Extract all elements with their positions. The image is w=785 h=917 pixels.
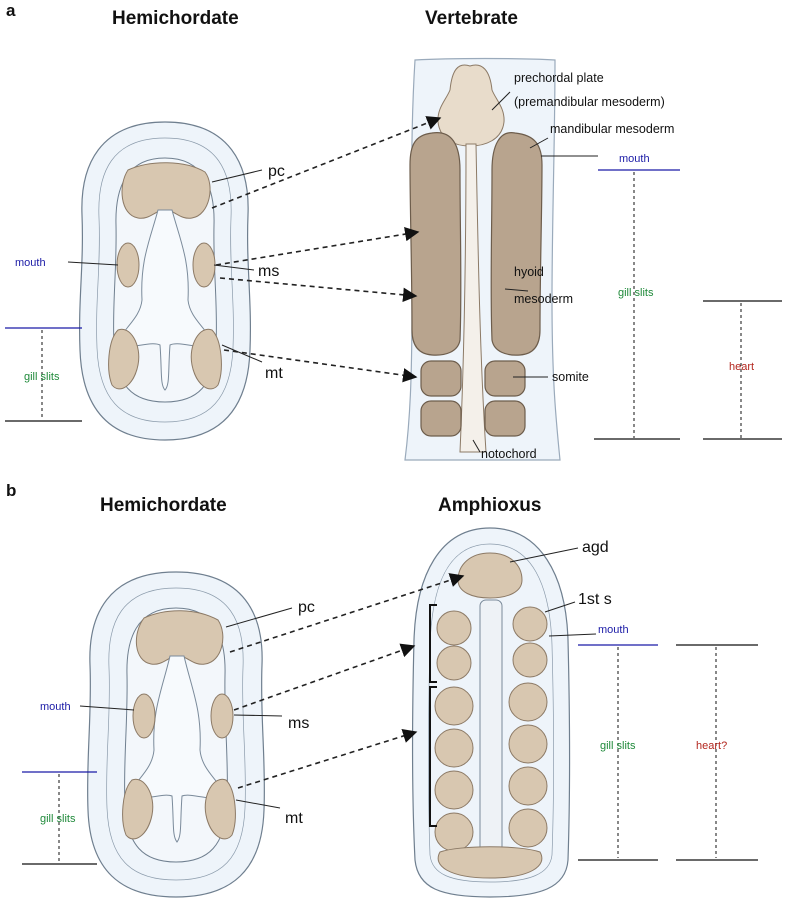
metacoel-left-a: [108, 328, 140, 390]
label-1st-s: 1st s: [578, 591, 612, 608]
panel-a-left-title: Hemichordate: [112, 8, 239, 29]
mandibular-hyoid-left: [409, 132, 462, 356]
somite-right-2: [484, 400, 526, 437]
amphioxus-somites-right: [508, 606, 548, 848]
proboscis-coelom-b: [135, 610, 224, 665]
hemichordate-embryo-b: [86, 571, 266, 898]
somite-right-1: [484, 360, 526, 397]
metacoel-right-a: [190, 328, 222, 390]
gut-a: [117, 209, 213, 391]
gut-b: [129, 655, 225, 843]
amphioxus-axis: [479, 599, 503, 861]
somite-left-1: [420, 360, 462, 397]
label-ms-a: ms: [258, 263, 279, 280]
label-agd: agd: [582, 539, 609, 556]
label-mandibular: mandibular mesoderm: [550, 122, 674, 136]
label-mouth-a-left: mouth: [15, 257, 46, 269]
label-mouth-a-right: mouth: [619, 153, 650, 165]
label-heart-b: heart?: [696, 740, 727, 752]
metacoel-left-b: [122, 778, 154, 840]
panel-a-right-title: Vertebrate: [425, 8, 518, 29]
mesocoel-left-a: [116, 242, 140, 288]
label-gill-a-right: gill slits: [618, 287, 654, 299]
panel-b: b Hemichordate Amphioxus pc ms mt mouth …: [6, 481, 758, 898]
somite-left-2: [420, 400, 462, 437]
label-notochord: notochord: [481, 447, 537, 461]
label-ms-b: ms: [288, 715, 309, 732]
proboscis-coelom-a: [121, 162, 211, 219]
metacoel-right-b: [204, 778, 236, 840]
amphioxus-tail-mesoderm: [437, 846, 543, 879]
label-mt-a: mt: [265, 365, 283, 382]
amphioxus-somites-left: [434, 610, 474, 852]
label-gill-b-left: gill slits: [40, 813, 76, 825]
label-mesoderm: mesoderm: [514, 292, 573, 306]
label-premandibular: (premandibular mesoderm): [514, 95, 665, 109]
label-mt-b: mt: [285, 810, 303, 827]
panel-b-left-title: Hemichordate: [100, 495, 227, 516]
label-gill-b-right: gill slits: [600, 740, 636, 752]
anterior-gut-diverticulum: [457, 552, 523, 599]
label-mouth-b-right: mouth: [598, 624, 629, 636]
label-pc-a: pc: [268, 163, 285, 180]
label-pc-b: pc: [298, 599, 315, 616]
mesocoel-right-b: [210, 693, 234, 739]
label-heart-a: heart: [729, 361, 754, 373]
mesocoel-right-a: [192, 242, 216, 288]
label-gill-a-left: gill slits: [24, 371, 60, 383]
amphioxus-embryo: [412, 527, 571, 898]
panel-b-right-title: Amphioxus: [438, 495, 541, 516]
label-somite: somite: [552, 370, 589, 384]
notochord-shape: [459, 143, 487, 453]
panel-a-letter: a: [6, 1, 16, 20]
hemichordate-embryo-a: [78, 121, 252, 441]
label-prechordal: prechordal plate: [514, 71, 604, 85]
label-mouth-b-left: mouth: [40, 701, 71, 713]
mandibular-hyoid-right: [490, 132, 543, 356]
mesocoel-left-b: [132, 693, 156, 739]
panel-a: a Hemichordate Vertebrate pc ms mt mouth: [5, 1, 782, 461]
label-hyoid: hyoid: [514, 265, 544, 279]
panel-b-letter: b: [6, 481, 16, 500]
vertebrate-embryo: [404, 57, 561, 461]
